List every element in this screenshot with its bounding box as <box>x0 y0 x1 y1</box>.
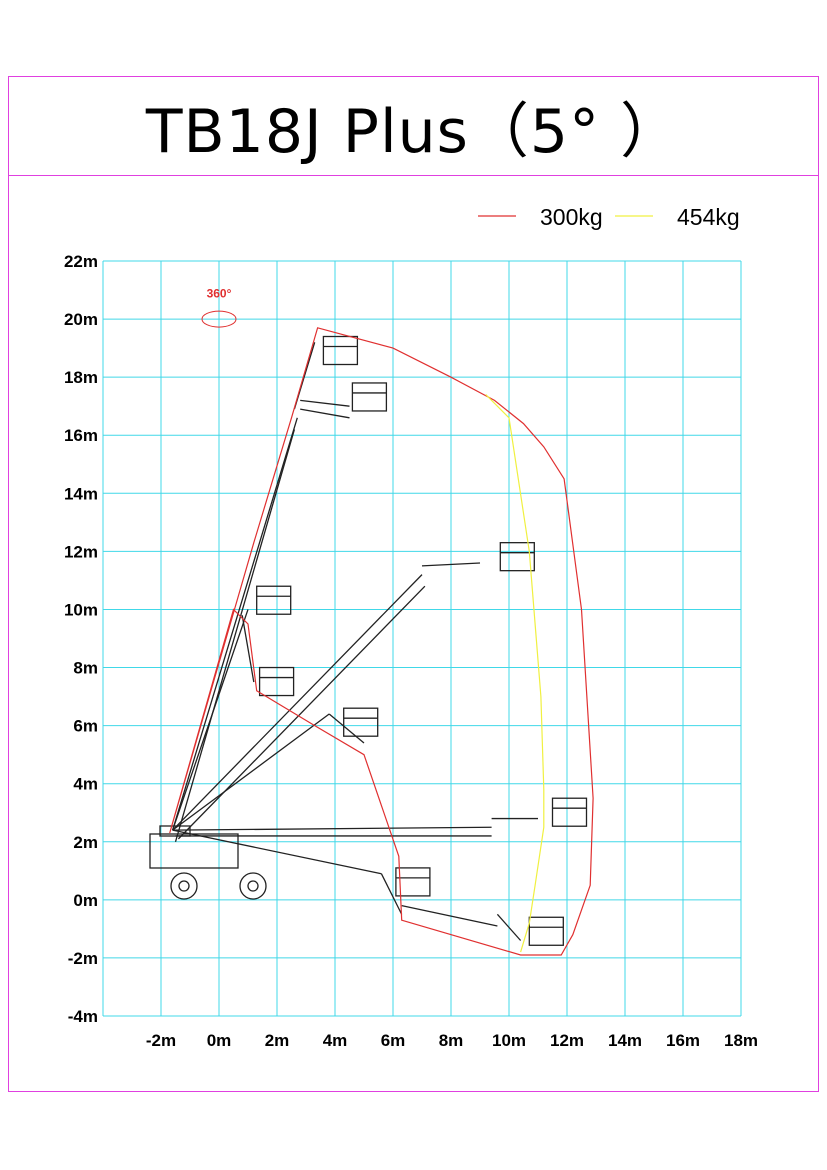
y-tick-label: 14m <box>64 484 98 503</box>
y-tick-label: 2m <box>73 833 98 852</box>
x-tick-label: 8m <box>439 1031 464 1050</box>
y-tick-label: 8m <box>73 659 98 678</box>
boom-segment <box>380 873 403 915</box>
x-tick-label: 4m <box>323 1031 348 1050</box>
platform-basket <box>343 707 379 737</box>
x-tick-label: 0m <box>207 1031 232 1050</box>
boom-segment <box>172 829 382 875</box>
boom-segment <box>328 713 365 744</box>
x-tick-label: 12m <box>550 1031 584 1050</box>
platform-basket <box>351 382 388 412</box>
page-title: TB18J Plus（5° ） <box>145 96 682 167</box>
y-tick-label: 20m <box>64 310 98 329</box>
page-frame: TB18J Plus（5° ） <box>8 76 819 1092</box>
y-tick-label: 12m <box>64 542 98 561</box>
chassis-body <box>149 833 239 869</box>
chassis-turret <box>159 825 191 837</box>
x-tick-label: 6m <box>381 1031 406 1050</box>
boom-segment <box>171 609 249 831</box>
x-tick-label: -2m <box>146 1031 176 1050</box>
boom-segment <box>300 399 350 407</box>
y-tick-label: 10m <box>64 600 98 619</box>
legend-label-454kg: 454kg <box>677 204 740 230</box>
machine-drawing <box>149 335 588 946</box>
title-bar: TB18J Plus（5° ） <box>9 77 818 176</box>
platform-basket <box>528 916 564 946</box>
y-tick-label: -4m <box>68 1007 98 1026</box>
boom-segment <box>241 615 255 683</box>
x-tick-label: 14m <box>608 1031 642 1050</box>
y-tick-label: 22m <box>64 252 98 271</box>
boom-segment <box>172 713 330 831</box>
series-layer <box>169 327 594 956</box>
series-line-300kg <box>169 327 594 956</box>
y-tick-label: 6m <box>73 717 98 736</box>
x-tick-label: 2m <box>265 1031 290 1050</box>
boom-segment <box>177 585 426 840</box>
platform-basket <box>322 335 359 366</box>
x-tick-label: 10m <box>492 1031 526 1050</box>
platform-basket <box>395 867 431 897</box>
legend: 300kg 454kg <box>478 204 740 230</box>
x-tick-label: 18m <box>724 1031 758 1050</box>
boom-segment <box>496 913 522 941</box>
y-tick-label: 18m <box>64 368 98 387</box>
boom-segment <box>172 574 423 831</box>
rotation-ellipse <box>201 310 237 328</box>
rotation-label: 360° <box>207 286 232 300</box>
series-line-454kg <box>485 394 545 953</box>
wheel-hub-front <box>178 880 190 892</box>
annotations: 360° <box>201 286 237 328</box>
wheel-front <box>170 872 198 900</box>
boom-segment <box>421 562 481 567</box>
legend-label-300kg: 300kg <box>540 204 603 230</box>
y-tick-label: 0m <box>73 891 98 910</box>
platform-basket <box>551 797 588 827</box>
y-tick-label: 4m <box>73 775 98 794</box>
boom-segment <box>172 826 492 831</box>
y-tick-label: 16m <box>64 426 98 445</box>
boom-segment <box>300 408 350 419</box>
platform-basket <box>256 585 292 615</box>
platform-basket <box>258 666 295 697</box>
boom-segment <box>174 429 296 842</box>
boom-segment <box>171 417 298 831</box>
wheel-rear <box>239 872 267 900</box>
chart-grid <box>102 260 742 1017</box>
y-tick-label: -2m <box>68 949 98 968</box>
axis-ticks: -2m 0m 2m 4m 6m 8m 10m 12m 14m 16m 18m 22m 20m 18m 16m… <box>64 252 758 1050</box>
platform-basket <box>499 542 535 572</box>
boom-segment <box>401 905 498 927</box>
wheel-hub-rear <box>247 880 259 892</box>
x-tick-label: 16m <box>666 1031 700 1050</box>
